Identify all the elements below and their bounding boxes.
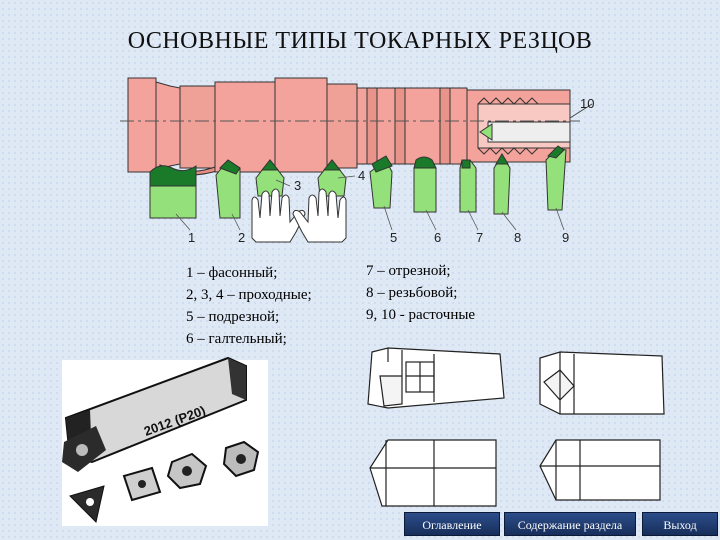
callout-6: 6	[434, 230, 441, 245]
callout-5: 5	[390, 230, 397, 245]
callout-2: 2	[238, 230, 245, 245]
holder-screw-icon	[76, 444, 88, 456]
callout-9: 9	[562, 230, 569, 245]
cutter-1-tip	[149, 165, 197, 187]
leader-10	[569, 103, 593, 119]
section-contents-button[interactable]: Содержание раздела	[504, 512, 636, 536]
callout-8: 8	[514, 230, 521, 245]
callout-10: 10	[580, 96, 594, 111]
legend-item: 7 – отрезной;	[366, 263, 451, 279]
toc-button[interactable]: Оглавление	[404, 512, 500, 536]
legend-item: 5 – подрезной;	[186, 309, 280, 325]
exit-button[interactable]: Выход	[642, 512, 718, 536]
cutter-1	[149, 185, 197, 219]
workpiece	[127, 77, 571, 176]
cutter-6	[413, 167, 437, 213]
legend-item: 6 – галтельный;	[186, 331, 287, 347]
legend-item: 9, 10 - расточные	[366, 307, 476, 323]
callout-3: 3	[294, 178, 301, 193]
callout-1: 1	[188, 230, 195, 245]
hand-icons	[251, 188, 347, 243]
tool-holder-photo: 2012 (P20)	[62, 356, 268, 526]
callout-7: 7	[476, 230, 483, 245]
right-hand-icon	[292, 188, 347, 243]
legend-right: 7 – отрезной; 8 – резьбовой; 9, 10 - рас…	[366, 260, 475, 326]
cutters	[149, 145, 567, 219]
legend-item: 2, 3, 4 – проходные;	[186, 287, 312, 303]
callout-numbers: 1 2 3 4 5 6 7 8 9 10	[188, 96, 594, 245]
legend-item: 8 – резьбовой;	[366, 285, 458, 301]
legend-item: 1 – фасонный;	[186, 265, 278, 281]
callout-leaders	[175, 175, 565, 231]
cutter-8	[493, 155, 511, 215]
legend-left: 1 – фасонный; 2, 3, 4 – проходные; 5 – п…	[186, 262, 312, 350]
cutter-line-drawings	[367, 347, 665, 507]
left-hand-icon	[251, 188, 306, 243]
callout-4: 4	[358, 168, 365, 183]
slide-title: ОСНОВНЫЕ ТИПЫ ТОКАРНЫХ РЕЗЦОВ	[127, 28, 593, 54]
